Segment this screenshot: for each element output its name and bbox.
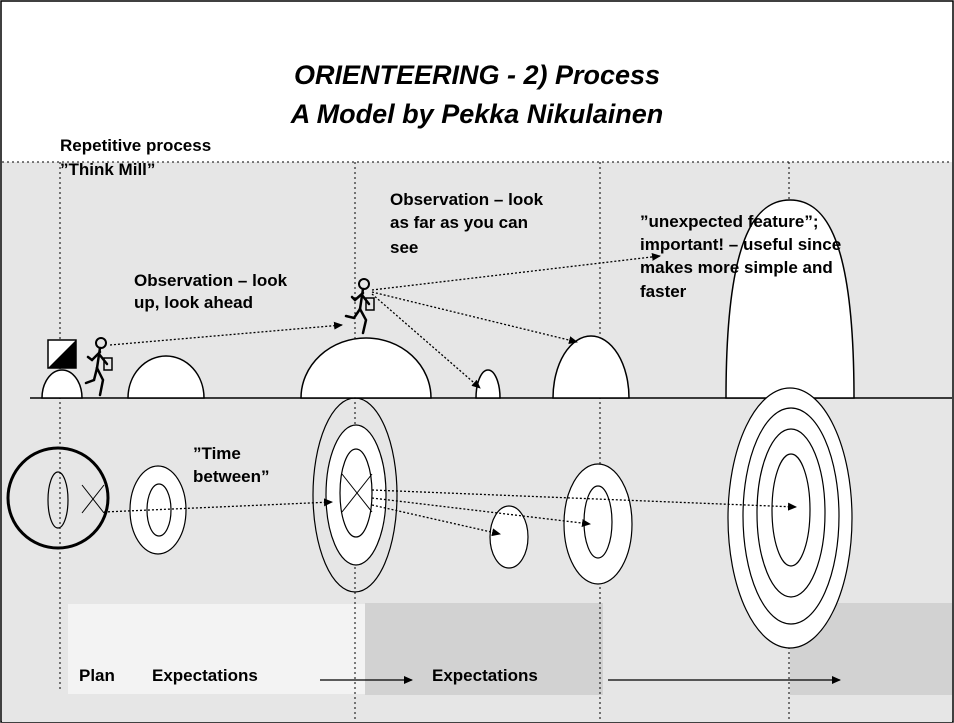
- observation-far-line-3: see: [390, 238, 419, 257]
- arrow-look-ahead: [109, 321, 343, 346]
- observation-near-line-2: up, look ahead: [134, 293, 254, 312]
- runner-icon-start: [84, 337, 113, 397]
- hill-start: [41, 369, 83, 399]
- map-hill-1-outer: [129, 465, 187, 555]
- unexpected-feature-line-3: makes more simple and: [640, 258, 833, 277]
- observation-far-line-1: Observation – look: [390, 190, 544, 209]
- think-mill-label: ”Think Mill”: [60, 160, 156, 179]
- arrow-map-hill-3: [371, 497, 591, 528]
- map-hill-1-inner: [146, 483, 172, 537]
- arrow-far-unexpected: [371, 252, 661, 291]
- control-flag-icon: [47, 339, 77, 369]
- map-hill-4-ring-4: [771, 453, 811, 567]
- slide-title-line-2: A Model by Pekka Nikulainen: [290, 99, 664, 129]
- plan-label: Plan: [79, 666, 115, 685]
- hill-3: [552, 335, 630, 399]
- runner-icon-hilltop: [344, 278, 375, 335]
- unexpected-feature-line-1: ”unexpected feature”;: [640, 212, 819, 231]
- observation-far-line-2: as far as you can: [390, 213, 528, 232]
- start-cross-b: [81, 484, 105, 514]
- map-hill-small: [489, 505, 529, 569]
- unexpected-feature-line-4: faster: [640, 282, 687, 301]
- slide-title-line-1: ORIENTEERING - 2) Process: [293, 60, 661, 90]
- map-hill-4-ring-2: [742, 407, 840, 625]
- map-hill-2-inner: [339, 448, 373, 538]
- map-hill-4-ring-3: [756, 428, 826, 598]
- arrow-map-big-hill: [371, 489, 797, 511]
- plan-band: [68, 604, 368, 694]
- expectations-label-2: Expectations: [432, 666, 538, 685]
- hill-4: [725, 199, 855, 399]
- start-ellipse: [47, 471, 69, 529]
- control-cross-b: [341, 473, 373, 513]
- start-circle: [6, 446, 110, 550]
- hill-1: [127, 355, 205, 399]
- repetitive-process-label: Repetitive process: [60, 136, 212, 155]
- time-between-line-2: between”: [193, 467, 270, 486]
- observation-near-line-1: Observation – look: [134, 271, 288, 290]
- expectations-label-1: Expectations: [152, 666, 258, 685]
- map-hill-2-outer: [312, 397, 398, 593]
- map-hill-3-outer: [563, 463, 633, 585]
- hill-2: [300, 337, 432, 399]
- time-between-line-1: ”Time: [193, 444, 241, 463]
- map-hill-4-ring-1: [727, 387, 853, 649]
- unexpected-feature-line-2: important! – useful since: [640, 235, 842, 254]
- arrow-map-small-hill: [371, 504, 501, 537]
- arrow-far-hill: [371, 291, 578, 344]
